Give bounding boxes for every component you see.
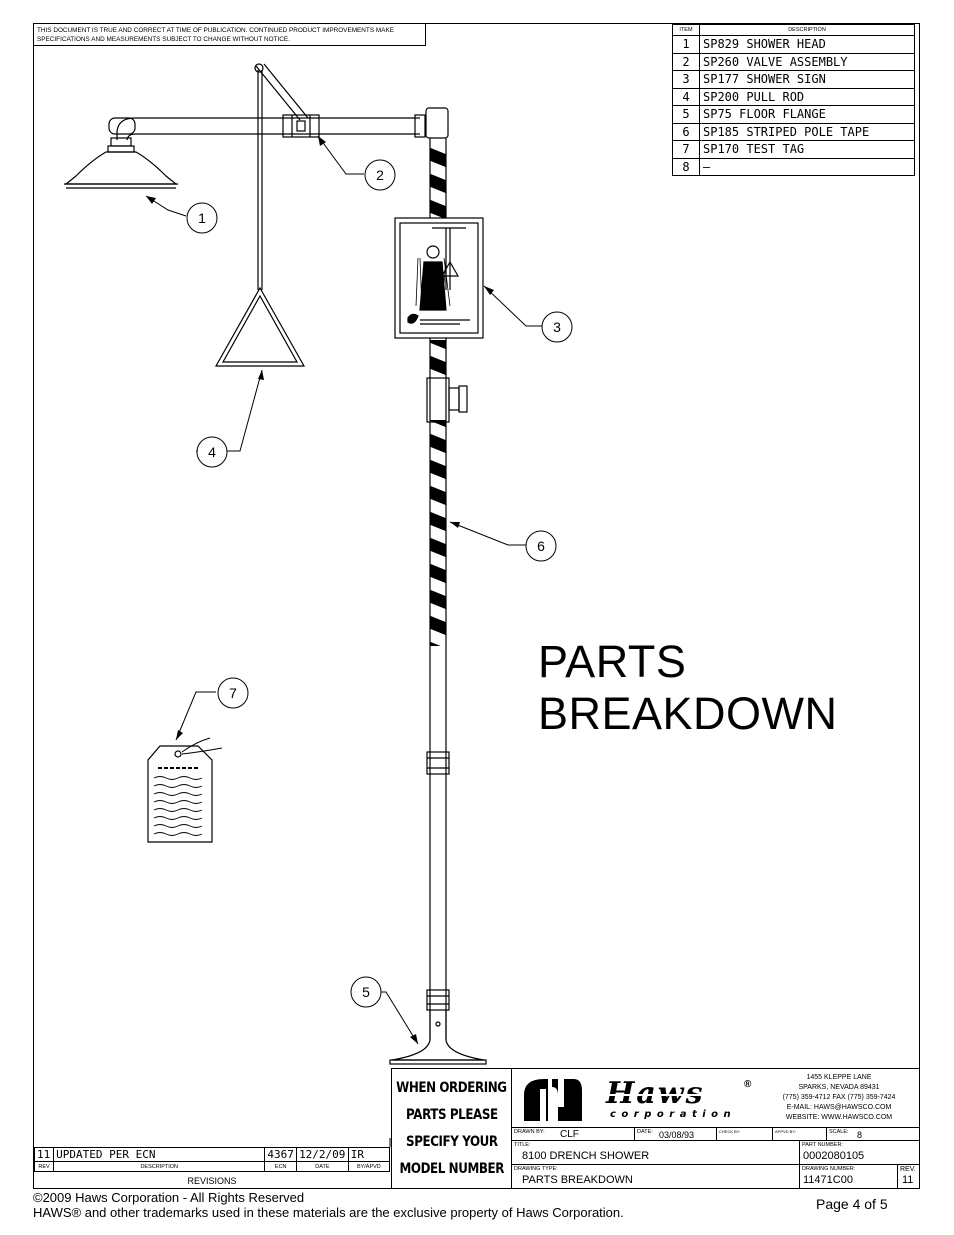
- trademark-text: HAWS® and other trademarks used in these…: [33, 1205, 624, 1220]
- leader-arrowheads: [146, 136, 494, 1044]
- item-description: SP75 FLOOR FLANGE: [699, 105, 915, 124]
- callout-7: 7: [217, 677, 249, 714]
- callout-number: 6: [537, 538, 545, 554]
- ordering-line: SPECIFY YOUR: [405, 1133, 498, 1150]
- rev-ecn: 4367: [264, 1147, 298, 1162]
- ordering-line: MODEL NUMBER: [399, 1160, 504, 1177]
- parts-breakdown-title: PARTS BREAKDOWN: [538, 636, 838, 740]
- callout-number: 7: [229, 685, 237, 701]
- title-block: Haws ® corporation 1455 KLEPPE LANE SPAR…: [511, 1068, 920, 1189]
- svg-text:Haws: Haws: [605, 1076, 705, 1111]
- callout-number: 2: [376, 167, 384, 183]
- rev-by: IR: [347, 1147, 391, 1162]
- callout-6: 6: [525, 530, 557, 567]
- revision-number: 11: [902, 1174, 914, 1186]
- table-row: 8–: [672, 157, 915, 176]
- vertical-pole: [425, 107, 468, 1040]
- ordering-note: WHEN ORDERING PARTS PLEASE SPECIFY YOUR …: [391, 1068, 512, 1189]
- rev-number: 11: [33, 1147, 55, 1162]
- title-cell: TITLE: 8100 DRENCH SHOWER: [512, 1141, 800, 1165]
- drawing-number: 11471C00: [803, 1174, 853, 1186]
- callout-number: 3: [553, 319, 561, 335]
- item-description: –: [699, 157, 915, 176]
- rev-date: 12/2/09: [296, 1147, 349, 1162]
- drawing-number-cell: DRAWING NUMBER: 11471C00: [800, 1165, 898, 1189]
- callout-number: 4: [208, 444, 216, 460]
- company-address: 1455 KLEPPE LANE SPARKS, NEVADA 89431 (7…: [782, 1074, 896, 1121]
- supply-pipe: [108, 114, 426, 147]
- ordering-line: WHEN ORDERING: [396, 1080, 507, 1097]
- callout-4: 4: [196, 436, 228, 473]
- valve-assembly: [254, 63, 320, 138]
- rev-description: UPDATED PER ECN: [53, 1147, 266, 1162]
- haws-logo: Haws ® corporation: [518, 1073, 768, 1130]
- shower-head: [64, 145, 178, 189]
- callout-1: 1: [186, 202, 218, 239]
- part-number-cell: PART NUMBER: 0002080105: [800, 1141, 920, 1165]
- title-line-1: PARTS: [538, 636, 687, 687]
- callout-number: 5: [362, 984, 370, 1000]
- revisions-label: REVISIONS: [187, 1176, 237, 1186]
- title-line-2: BREAKDOWN: [538, 688, 838, 739]
- copyright-text: ©2009 Haws Corporation - All Rights Rese…: [33, 1190, 305, 1205]
- pull-rod: [214, 70, 306, 367]
- svg-text:corporation: corporation: [610, 1109, 736, 1120]
- drawing-type-cell: DRAWING TYPE: PARTS BREAKDOWN: [512, 1165, 800, 1189]
- floor-flange: [389, 1010, 487, 1065]
- table-header-row: REV DESCRIPTION ECN DATE BY/APVD: [33, 1161, 391, 1172]
- shower-sign: [394, 217, 484, 339]
- disclaimer-note: THIS DOCUMENT IS TRUE AND CORRECT AT TIM…: [34, 24, 426, 46]
- footer: ©2009 Haws Corporation - All Rights Rese…: [33, 1190, 624, 1220]
- callout-number: 1: [198, 210, 206, 226]
- part-number: 0002080105: [803, 1150, 865, 1162]
- test-tag: [147, 737, 223, 843]
- drawn-by-cell: DRAWN BY: CLF: [512, 1127, 635, 1141]
- item-description: SP200 PULL ROD: [699, 87, 915, 106]
- table-row: 11 UPDATED PER ECN 4367 12/2/09 IR: [33, 1147, 391, 1162]
- rev-cell: REV. 11: [900, 1166, 916, 1186]
- callout-3: 3: [541, 311, 573, 348]
- leader-lines: [145, 135, 544, 1045]
- approved-cell: APPVD BY:: [773, 1127, 827, 1141]
- item-description: SP170 TEST TAG: [699, 140, 915, 159]
- revisions-table: 11 UPDATED PER ECN 4367 12/2/09 IR REV D…: [33, 1147, 391, 1172]
- drawing-title: 8100 DRENCH SHOWER: [522, 1150, 650, 1162]
- item-number: 8: [672, 157, 700, 176]
- ordering-line: PARTS PLEASE: [405, 1107, 498, 1124]
- callout-5: 5: [350, 976, 382, 1013]
- parts-header-description: DESCRIPTION: [699, 24, 915, 36]
- callout-2: 2: [364, 159, 396, 196]
- drawing-type: PARTS BREAKDOWN: [522, 1174, 633, 1186]
- date-cell: DATE: 03/08/93: [635, 1127, 717, 1141]
- check-cell: CHECK BY:: [717, 1127, 773, 1141]
- page-number: Page 4 of 5: [816, 1196, 888, 1212]
- svg-text:®: ®: [744, 1079, 752, 1090]
- scale-cell: SCALE: 8: [827, 1127, 920, 1141]
